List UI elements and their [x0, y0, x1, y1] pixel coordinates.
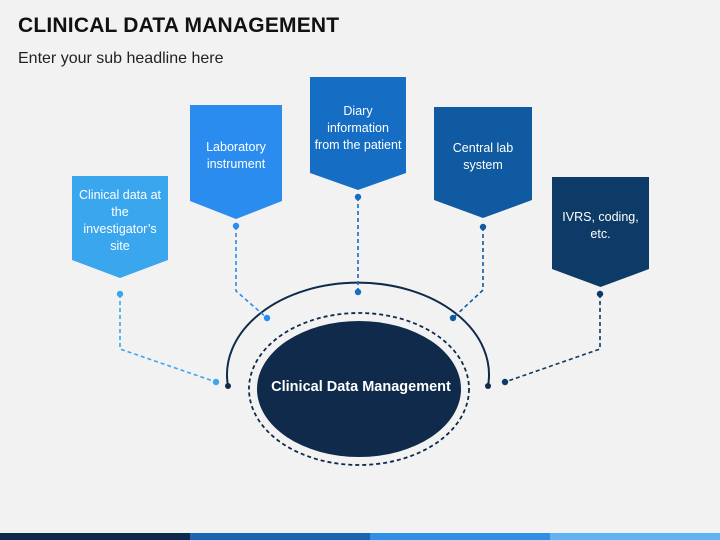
connector-line-5 [504, 294, 601, 383]
footer-segment-1 [0, 533, 190, 540]
footer-segment-2 [190, 533, 370, 540]
connector-line-1 [119, 294, 217, 383]
page-title: CLINICAL DATA MANAGEMENT [18, 14, 340, 37]
arc-end-left [225, 383, 231, 389]
footer-bar [0, 533, 720, 540]
node-box-4 [434, 107, 532, 218]
connector-dot-end-2 [263, 314, 271, 322]
connector-dot-top-4 [479, 223, 487, 231]
connector-dot-top-1 [116, 290, 124, 298]
arc-end-right [485, 383, 491, 389]
connector-dot-top-2 [232, 222, 240, 230]
page-subtitle: Enter your sub headline here [18, 50, 224, 67]
node-shapes [72, 77, 649, 287]
connector-dot-end-3 [354, 288, 362, 296]
footer-segment-3 [370, 533, 550, 540]
connector-dot-end-4 [449, 314, 457, 322]
connector-line-2 [235, 226, 268, 319]
node-box-5 [552, 177, 649, 287]
node-box-3 [310, 77, 406, 190]
connector-dot-top-5 [596, 290, 604, 298]
connector-dot-end-1 [212, 378, 220, 386]
node-box-2 [190, 105, 282, 219]
connector-line-4 [452, 227, 484, 319]
connectors [116, 193, 604, 386]
connector-dot-end-5 [501, 378, 509, 386]
dashed-ring [248, 312, 470, 466]
node-box-1 [72, 176, 168, 278]
footer-segment-4 [550, 533, 720, 540]
center-ellipse [257, 321, 461, 457]
center-label: Clinical Data Management [271, 379, 451, 395]
connector-dot-top-3 [354, 193, 362, 201]
